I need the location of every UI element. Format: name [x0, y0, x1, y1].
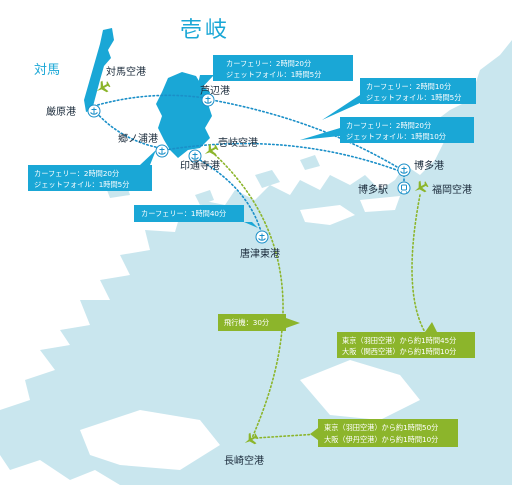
label-gonoura-port: 郷ノ浦港 [118, 132, 158, 145]
tsushima-island [84, 28, 114, 112]
ferry-routes [93, 94, 405, 236]
box-gonoura-hakata-line1: カーフェリー：2時間20分 [346, 121, 431, 130]
box-ashibe-hakata-line2: ジェットフォイル：1時間5分 [366, 93, 461, 102]
pointer-nagasaki-flights [310, 428, 318, 440]
label-iki-airport: 壱岐空港 [218, 136, 258, 149]
bay-shape [80, 410, 220, 470]
box-iki-nagasaki-line1: 飛行機：30分 [224, 318, 269, 327]
box-nagasaki-flights [318, 419, 458, 447]
anchor-icon [155, 144, 169, 158]
iki-island [156, 72, 212, 158]
box-tsushima-ashibe-line1: カーフェリー：2時間20分 [226, 59, 311, 68]
label-fukuoka-airport: 福岡空港 [432, 183, 472, 196]
pointer-indoji-karatsu [244, 222, 258, 228]
pointer-ashibe-hakata [322, 95, 360, 120]
box-iki-nagasaki [218, 314, 286, 331]
label-izuhara-port: 厳原港 [46, 105, 76, 118]
box-izuhara-gonoura [28, 165, 152, 191]
route-iki-nagasaki [211, 151, 284, 439]
label-tsushima: 対馬 [34, 63, 60, 78]
route-tsushima-ashibe [93, 94, 206, 107]
label-nagasaki-airport: 長崎空港 [224, 454, 264, 467]
route-izuhara-gonoura [93, 109, 161, 149]
box-izuhara-gonoura-line2: ジェットフォイル：1時間5分 [34, 180, 129, 189]
route-ashibe-hakata [211, 99, 403, 171]
pointer-iki-nagasaki [286, 318, 300, 328]
anchor-icon [87, 104, 101, 118]
label-indoji-port: 印通寺港 [180, 160, 220, 172]
pointer-tsushima-ashibe [196, 75, 214, 94]
plane-icon [96, 80, 111, 93]
flight-box-pointers [286, 318, 437, 440]
route-fukuoka-east [411, 194, 431, 341]
label-hakata-port: 博多港 [414, 159, 444, 172]
box-fukuoka-flights [337, 332, 475, 358]
label-hakata-station: 博多駅 [358, 183, 388, 196]
box-gonoura-hakata [340, 117, 474, 143]
small-island [195, 190, 214, 205]
flight-routes [211, 151, 431, 439]
box-tsushima-ashibe [213, 55, 353, 81]
box-nagasaki-flights-line2: 大阪（伊丹空港）から約1時間10分 [324, 435, 438, 444]
bay-shape [360, 196, 400, 212]
small-island [255, 170, 280, 188]
box-gonoura-hakata-line2: ジェットフォイル：1時間10分 [346, 132, 446, 141]
ferry-box-pointers [140, 75, 360, 228]
bay-shape [300, 205, 355, 225]
box-ashibe-hakata-line1: カーフェリー：2時間10分 [366, 82, 451, 91]
plane-icon [414, 180, 429, 193]
box-fukuoka-flights-line2: 大阪（関西空港）から約1時間10分 [342, 347, 456, 356]
box-nagasaki-flights-line1: 東京（羽田空港）から約1時間50分 [324, 423, 438, 432]
anchor-icon [255, 230, 269, 244]
label-ashibe-port: 芦辺港 [200, 85, 230, 97]
train-icon [397, 181, 411, 195]
label-tsushima-airport: 対馬空港 [106, 65, 146, 78]
small-island [300, 155, 320, 170]
map-title: 壱岐 [180, 18, 230, 43]
pointer-gonoura-hakata [300, 128, 340, 140]
label-karatsu-port: 唐津東港 [240, 247, 280, 260]
plane-icon [244, 432, 259, 445]
box-izuhara-gonoura-line1: カーフェリー：2時間20分 [34, 169, 119, 178]
box-fukuoka-flights-line1: 東京（羽田空港）から約1時間45分 [342, 336, 456, 345]
box-indoji-karatsu-line1: カーフェリー：1時間40分 [141, 209, 226, 218]
anchor-icon [188, 149, 202, 163]
route-gonoura-hakata [164, 142, 403, 173]
box-ashibe-hakata [360, 78, 476, 104]
pointer-izuhara-gonoura [140, 150, 156, 165]
anchor-icon [201, 93, 215, 107]
anchor-icon [397, 163, 411, 177]
box-tsushima-ashibe-line2: ジェットフォイル：1時間5分 [226, 70, 321, 79]
box-indoji-karatsu [134, 205, 244, 222]
bay-shape [300, 360, 420, 420]
route-nagasaki-east [255, 433, 319, 439]
plane-icon [204, 143, 219, 156]
pointer-fukuoka-flights [425, 322, 437, 332]
route-indoji-karatsu [199, 159, 263, 236]
